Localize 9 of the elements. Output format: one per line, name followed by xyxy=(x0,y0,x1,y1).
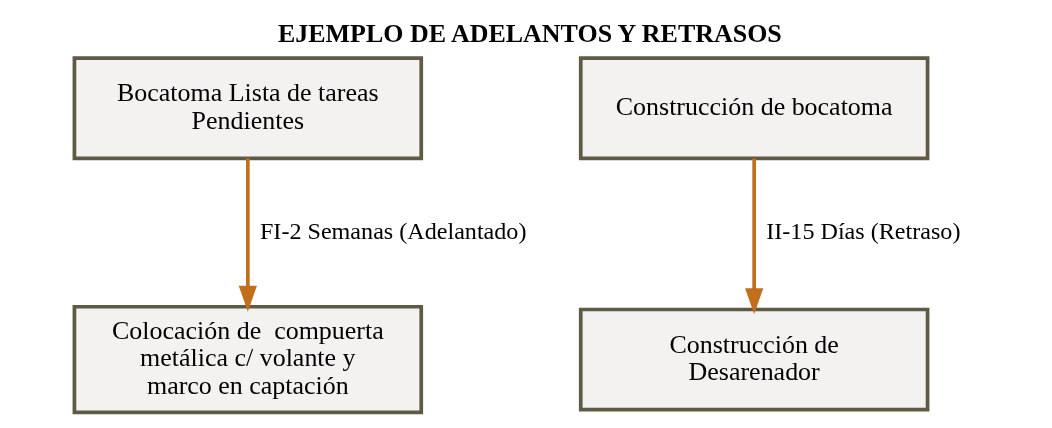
arrow xyxy=(744,158,763,315)
arrow xyxy=(238,158,257,312)
diagram-title: EJEMPLO DE ADELANTOS Y RETRASOS xyxy=(277,18,782,48)
edge-label: II-15 Días (Retraso) xyxy=(765,217,960,244)
node-box: Construcción de bocatoma xyxy=(578,56,929,161)
node-box: Construcción de Desarenador xyxy=(578,307,929,412)
node-box: Bocatoma Lista de tareas Pendientes xyxy=(72,56,423,161)
node-box: Colocación de compuerta metálica c/ volante y marco en captación xyxy=(72,304,423,415)
edge-label: FI-2 Semanas (Adelantado) xyxy=(259,217,526,244)
